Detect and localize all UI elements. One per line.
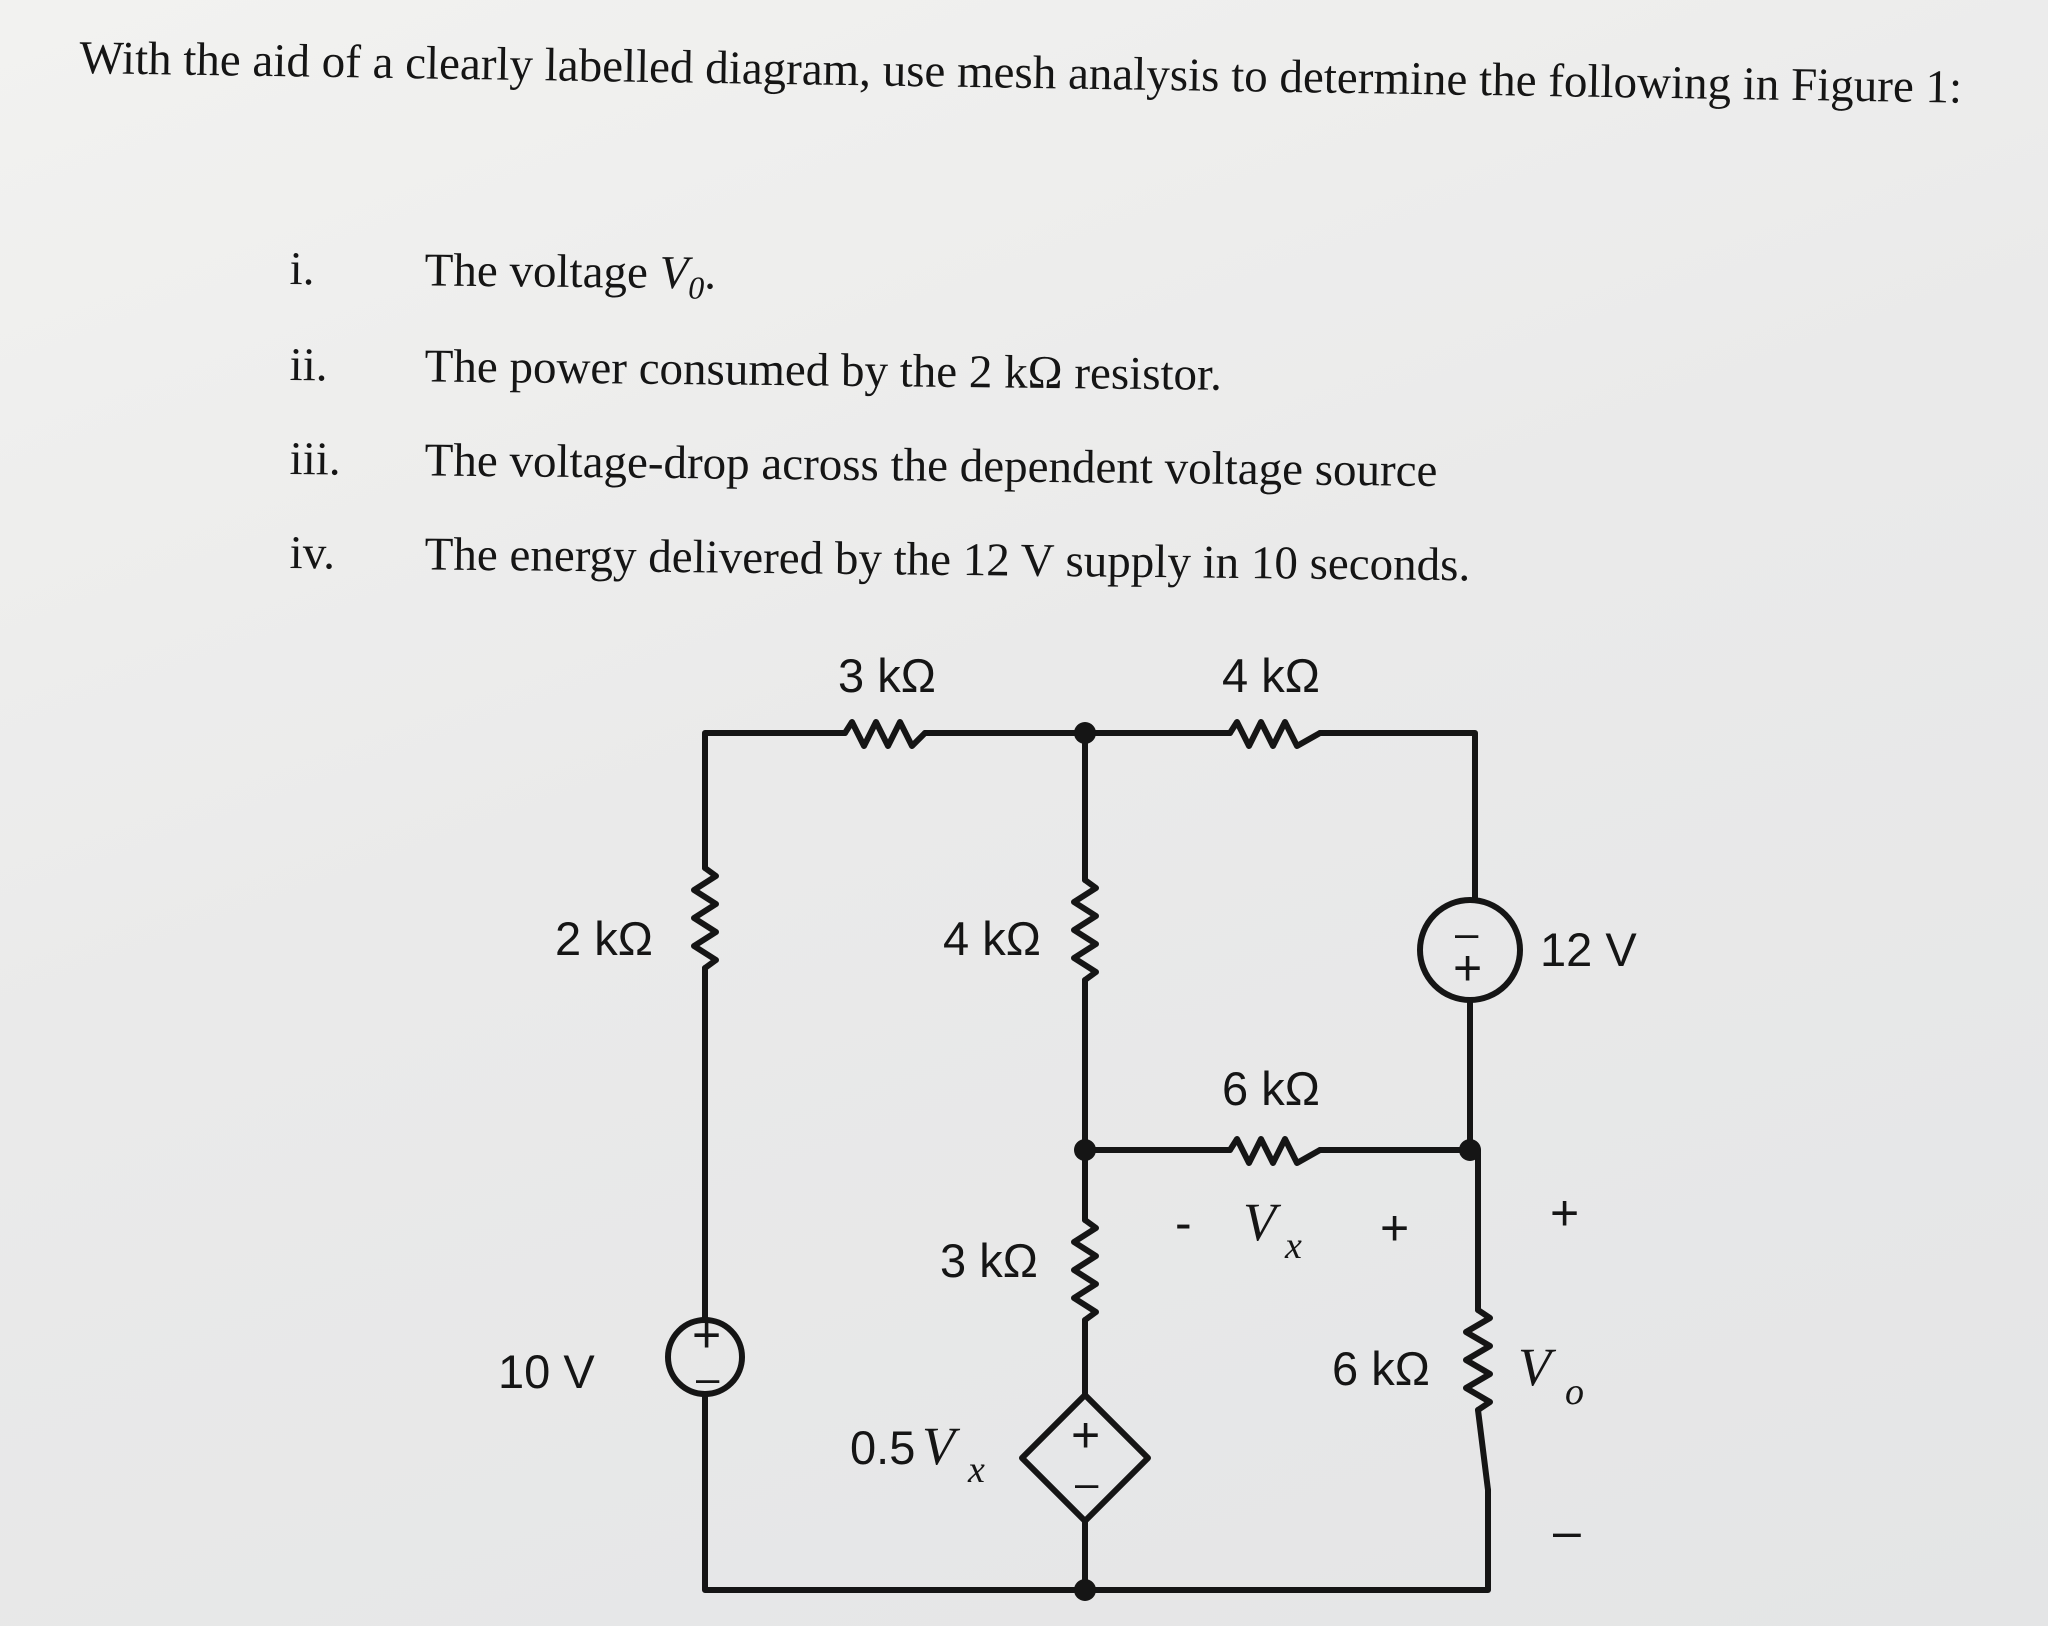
label-10v-source: 10 V <box>498 1345 595 1398</box>
label-4k-middle: 4 kΩ <box>943 912 1041 965</box>
resistor-4k-top <box>1227 719 1323 749</box>
wire-middle-bottom <box>1082 1487 1491 1593</box>
vx-plus-sign: + <box>1380 1200 1409 1256</box>
label-3k-middle: 3 kΩ <box>940 1234 1038 1287</box>
resistor-4k-middle <box>1071 877 1099 983</box>
source-12v-minus: – <box>1455 909 1479 956</box>
node-right-junction <box>1459 1139 1481 1161</box>
vo-plus-sign: + <box>1550 1185 1579 1241</box>
label-6k-horizontal: 6 kΩ <box>1222 1062 1320 1115</box>
dependent-source-variable: V <box>922 1416 961 1476</box>
resistor-6k-right <box>1463 1307 1493 1413</box>
dependent-source-subscript: x <box>967 1449 985 1491</box>
node-top-middle <box>1074 722 1096 744</box>
source-12v-plus: + <box>1453 940 1482 996</box>
resistor-6k-horizontal <box>1227 1136 1323 1166</box>
label-2k-left: 2 kΩ <box>555 912 653 965</box>
vx-variable: V <box>1243 1192 1282 1252</box>
label-4k-top: 4 kΩ <box>1222 649 1320 702</box>
dependent-source-plus: + <box>1071 1407 1100 1463</box>
vo-subscript: o <box>1565 1371 1584 1413</box>
node-middle-junction <box>1074 1139 1096 1161</box>
vo-minus-sign: – <box>1553 1503 1581 1559</box>
resistor-2k-left <box>691 865 719 971</box>
label-12v-source: 12 V <box>1540 923 1637 976</box>
label-6k-right: 6 kΩ <box>1332 1342 1430 1395</box>
dependent-source-minus: – <box>1075 1459 1099 1506</box>
wire-left-bottom <box>702 1391 1088 1593</box>
wire-top <box>702 730 1478 903</box>
vx-minus-sign: - <box>1175 1195 1192 1251</box>
dependent-source-coefficient: 0.5 <box>850 1421 915 1474</box>
resistor-3k-top <box>842 719 928 749</box>
resistor-3k-middle <box>1071 1217 1099 1323</box>
source-10v-minus: – <box>696 1354 720 1401</box>
vx-subscript: x <box>1284 1225 1302 1267</box>
label-3k-top: 3 kΩ <box>838 649 936 702</box>
wire-right-bottom <box>1475 1407 1491 1493</box>
source-10v-plus: + <box>692 1307 721 1363</box>
node-bottom-middle <box>1074 1579 1096 1601</box>
vo-variable: V <box>1518 1337 1557 1397</box>
